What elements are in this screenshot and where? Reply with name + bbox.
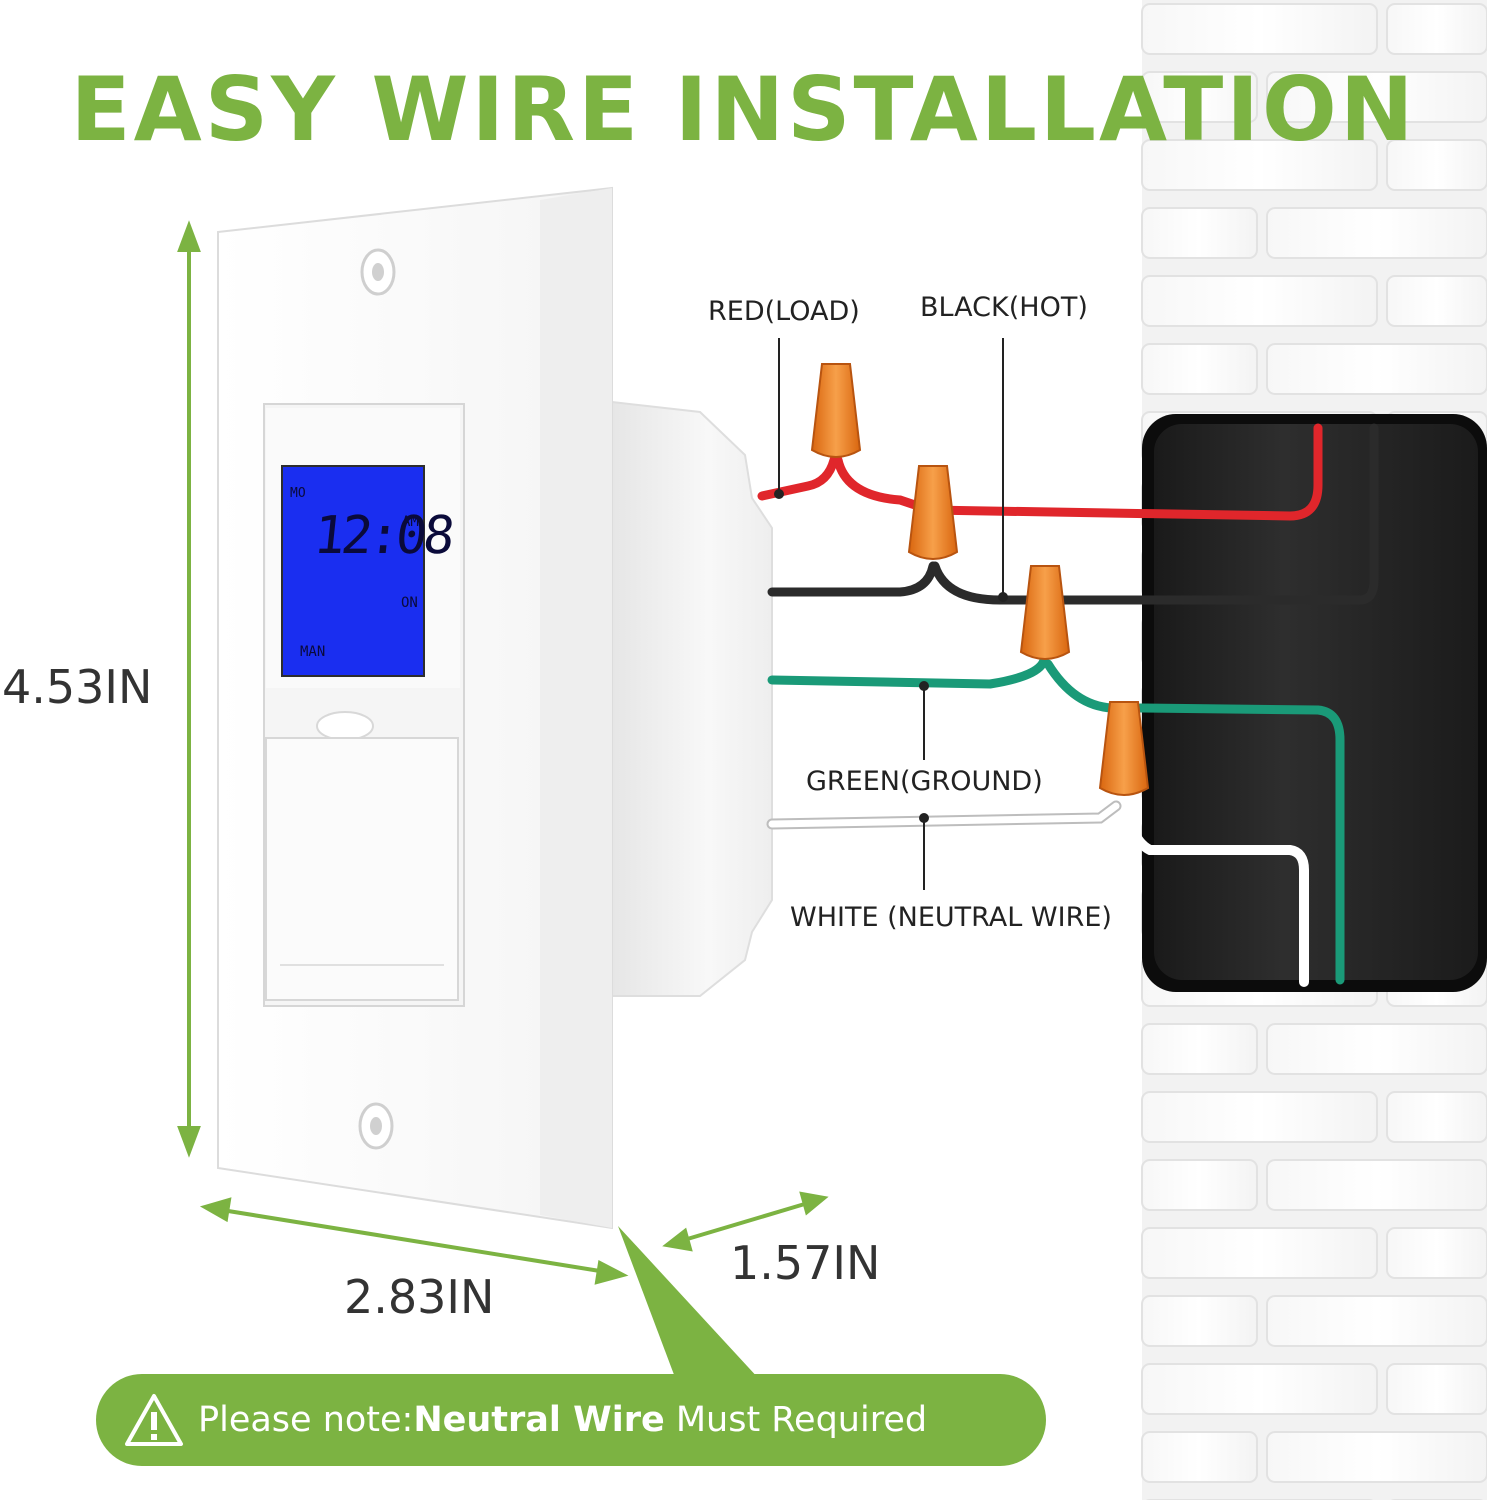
- brick: [1141, 207, 1258, 259]
- white-wire-label: WHITE (NEUTRAL WIRE): [790, 902, 1112, 933]
- wall-plate: [217, 186, 613, 1230]
- green-wire-label: GREEN(GROUND): [806, 766, 1043, 797]
- brick: [1266, 1023, 1487, 1075]
- warning-triangle-icon: [124, 1392, 184, 1448]
- wire-connectors: [810, 363, 1150, 796]
- brick: [1266, 207, 1487, 259]
- brick: [1141, 1431, 1258, 1483]
- brick: [1386, 139, 1487, 191]
- device-body: [611, 400, 773, 997]
- brick: [1141, 139, 1378, 191]
- brick: [1141, 1363, 1378, 1415]
- brick: [1141, 3, 1378, 55]
- brick: [1141, 1295, 1258, 1347]
- brick: [1386, 1091, 1487, 1143]
- lcd-mode: MAN: [300, 644, 326, 660]
- lcd-time: 12:08: [310, 506, 454, 566]
- brick: [1266, 1159, 1487, 1211]
- brick: [1141, 275, 1378, 327]
- black-wire-label: BLACK(HOT): [920, 292, 1088, 323]
- page-title: EASY WIRE INSTALLATION: [70, 58, 1417, 161]
- brick: [1141, 1091, 1378, 1143]
- width-label: 2.83IN: [344, 1270, 495, 1324]
- brick: [1386, 1363, 1487, 1415]
- height-label: 4.53IN: [2, 660, 153, 714]
- brick: [1141, 71, 1258, 123]
- brick: [1141, 343, 1258, 395]
- brick: [1266, 1295, 1487, 1347]
- lcd-day: MO: [290, 486, 306, 501]
- lcd-on: ON: [401, 595, 418, 611]
- note-prefix: Please note:: [198, 1400, 414, 1440]
- note-bold: Neutral Wire: [413, 1400, 665, 1440]
- brick: [1141, 1159, 1258, 1211]
- neutral-wire-note: Please note:Neutral Wire Must Required: [96, 1374, 1046, 1466]
- brick: [1386, 275, 1487, 327]
- lcd-ampm: AM: [402, 514, 419, 530]
- depth-label: 1.57IN: [730, 1236, 881, 1290]
- brick: [1386, 3, 1487, 55]
- red-wire-label: RED(LOAD): [708, 296, 860, 327]
- note-suffix: Must Required: [664, 1400, 928, 1440]
- brick: [1266, 71, 1487, 123]
- leader-lines: [774, 338, 1008, 890]
- brick: [1386, 1227, 1487, 1279]
- brick: [1266, 1431, 1487, 1483]
- brick: [1266, 343, 1487, 395]
- brick: [1141, 1023, 1258, 1075]
- brick: [1141, 1227, 1378, 1279]
